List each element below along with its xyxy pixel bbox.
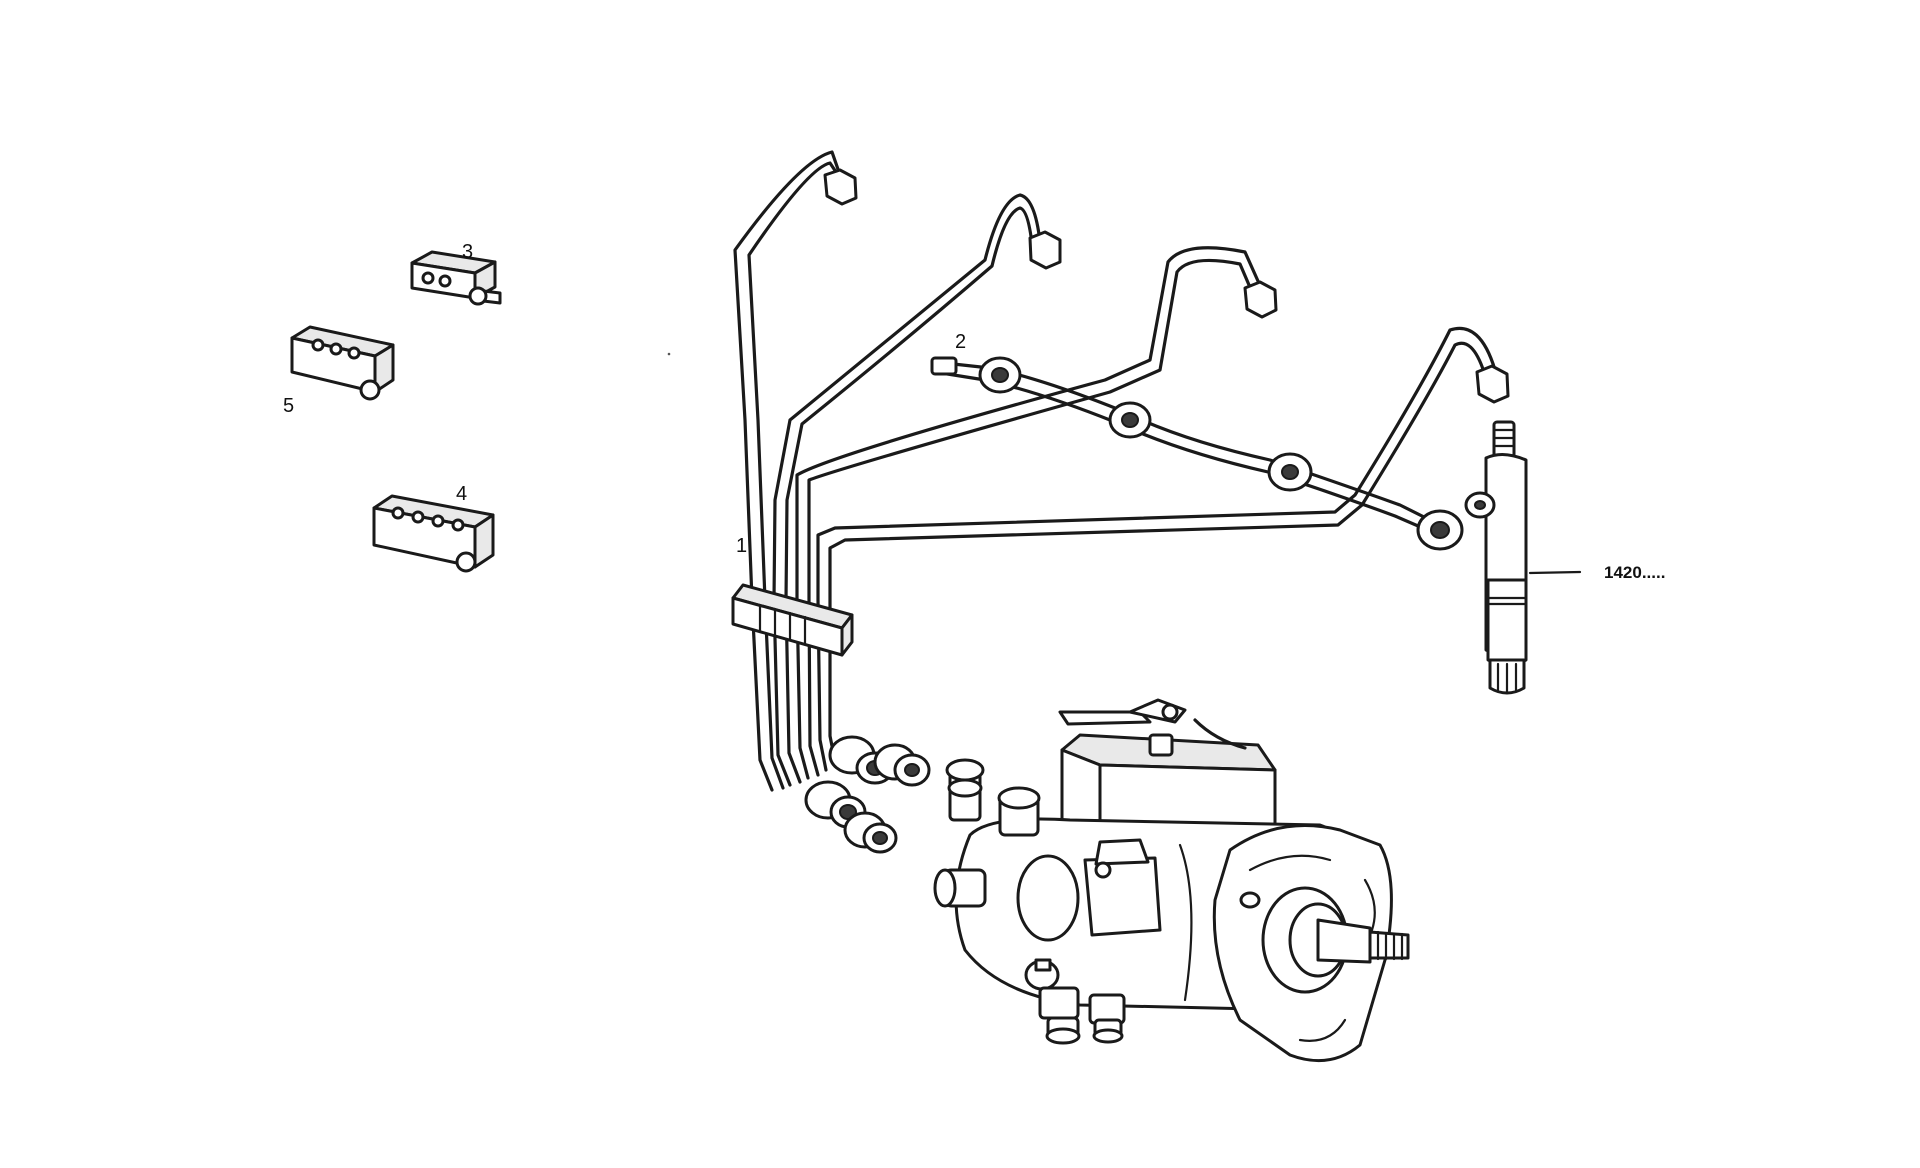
- clip-part-4[interactable]: 4: [372, 483, 495, 573]
- callout-2: 2: [955, 331, 966, 353]
- injector-nozzle[interactable]: 1420.....: [1464, 420, 1665, 695]
- injection-pump[interactable]: [933, 698, 1410, 1063]
- callout-4: 4: [456, 483, 467, 505]
- clip-part-5[interactable]: 5: [283, 325, 395, 417]
- scan-speck: [667, 352, 671, 356]
- clip-part-3[interactable]: 3: [410, 241, 502, 306]
- callout-1: 1: [736, 535, 747, 557]
- leak-off-pipe-part-2[interactable]: 2: [930, 331, 1464, 551]
- injection-pipes-part-1[interactable]: 1: [731, 150, 1510, 854]
- callout-3: 3: [462, 241, 473, 263]
- callout-1420: 1420.....: [1604, 563, 1665, 582]
- pump-end-nuts: [804, 735, 931, 854]
- callout-5: 5: [283, 395, 294, 417]
- banjo-fitting: [978, 356, 1464, 551]
